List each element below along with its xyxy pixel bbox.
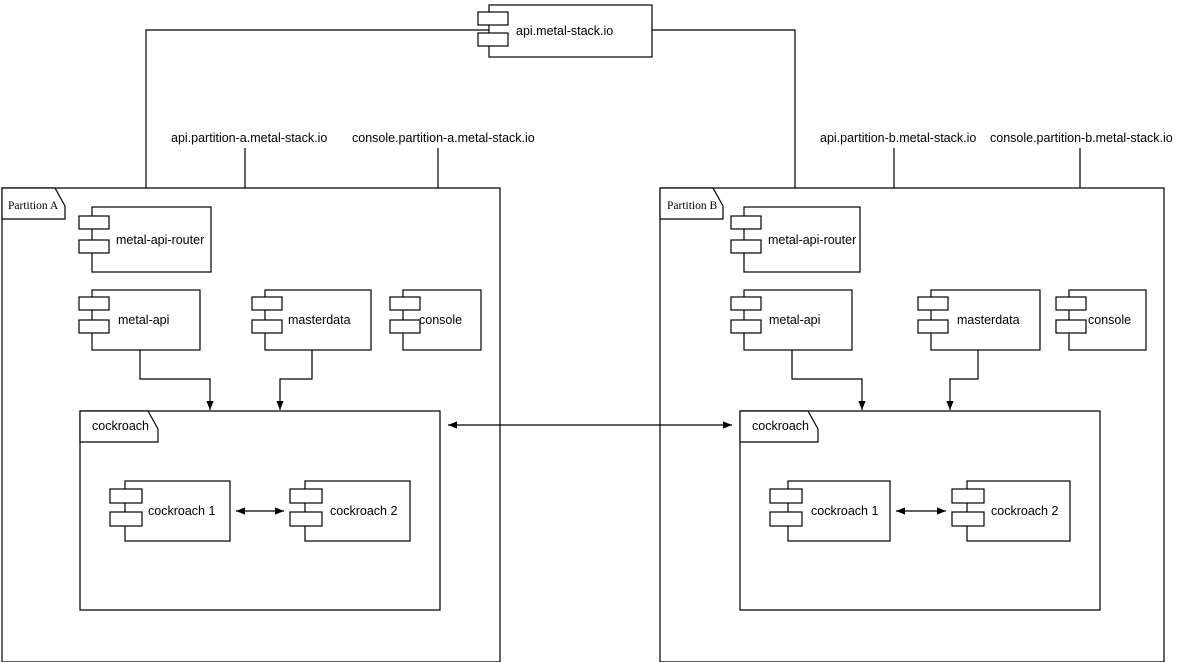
b-console-label: console [1088, 313, 1132, 327]
endpoint-label-api-partition-b: api.partition-b.metal-stack.io [820, 131, 977, 145]
edge-a-masterdata-to-cockroach [276, 350, 313, 410]
a-metal-api-router-label: metal-api-router [116, 233, 205, 247]
b-masterdata-label: masterdata [957, 313, 1020, 327]
b-metal-api-label: metal-api [769, 313, 821, 327]
a-metal-api-label: metal-api [118, 313, 170, 327]
edge-root-to-b-router [652, 29, 799, 200]
a-cockroach-2-label: cockroach 2 [330, 504, 398, 518]
edge-api-partition-b-to-metal-api [853, 148, 895, 324]
edge-console-partition-a-to-console [437, 148, 462, 288]
edge-root-to-a-router [142, 29, 489, 200]
a-console-label: console [419, 313, 463, 327]
a-masterdata-label: masterdata [288, 313, 351, 327]
edge-a-metal-api-to-cockroach [139, 350, 214, 410]
partition-b-frame-label: Partition B [667, 200, 718, 212]
a-cockroach-frame-label: cockroach [92, 419, 149, 433]
a-cockroach-1-label: cockroach 1 [148, 504, 216, 518]
b-metal-api-router-label: metal-api-router [768, 233, 857, 247]
root-component-label: api.metal-stack.io [516, 24, 614, 38]
b-cockroach-frame-label: cockroach [752, 419, 809, 433]
edge-b-masterdata-to-cockroach [946, 350, 979, 410]
edge-api-partition-a-to-metal-api [204, 148, 246, 324]
partition-a-frame-label: Partition A [8, 200, 59, 212]
endpoint-label-console-partition-a: console.partition-a.metal-stack.io [352, 131, 535, 145]
edge-b-metal-api-to-cockroach [791, 350, 866, 410]
b-cockroach-1-label: cockroach 1 [811, 504, 879, 518]
edge-console-partition-b-to-console [1079, 148, 1109, 288]
endpoint-label-console-partition-b: console.partition-b.metal-stack.io [990, 131, 1173, 145]
endpoint-label-api-partition-a: api.partition-a.metal-stack.io [171, 131, 328, 145]
b-cockroach-2-label: cockroach 2 [991, 504, 1059, 518]
partition-a-frame [1, 187, 501, 662]
partition-b-frame [659, 187, 1165, 662]
